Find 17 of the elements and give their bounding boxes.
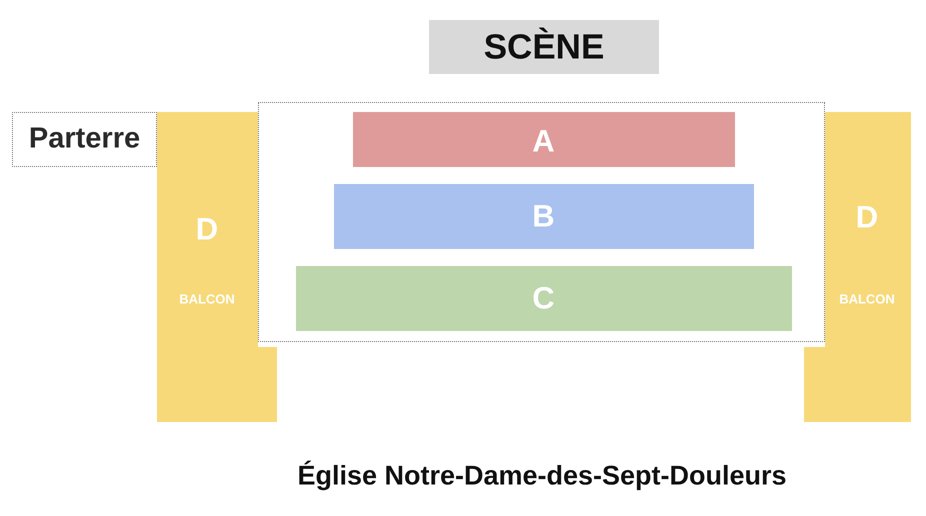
caption: Église Notre-Dame-des-Sept-Douleurs bbox=[297, 462, 787, 490]
seating-block bbox=[334, 184, 754, 248]
balcony-label: BALCON bbox=[839, 292, 895, 306]
balcony-block bbox=[157, 112, 277, 422]
seating-block bbox=[352, 112, 734, 166]
balcony-label: BALCON bbox=[179, 292, 235, 306]
section-letter: D bbox=[196, 214, 218, 244]
section-label: Parterre bbox=[28, 124, 140, 153]
stage-block bbox=[429, 20, 659, 74]
section-letter: B bbox=[532, 200, 555, 231]
seating-area-outline bbox=[258, 102, 825, 342]
section-letter: D bbox=[856, 202, 878, 232]
section-letter: A bbox=[532, 125, 555, 156]
balcony-block bbox=[804, 112, 911, 422]
section-letter: C bbox=[532, 282, 555, 313]
stage-label: SCÈNE bbox=[484, 30, 604, 64]
seating-block bbox=[296, 266, 792, 330]
